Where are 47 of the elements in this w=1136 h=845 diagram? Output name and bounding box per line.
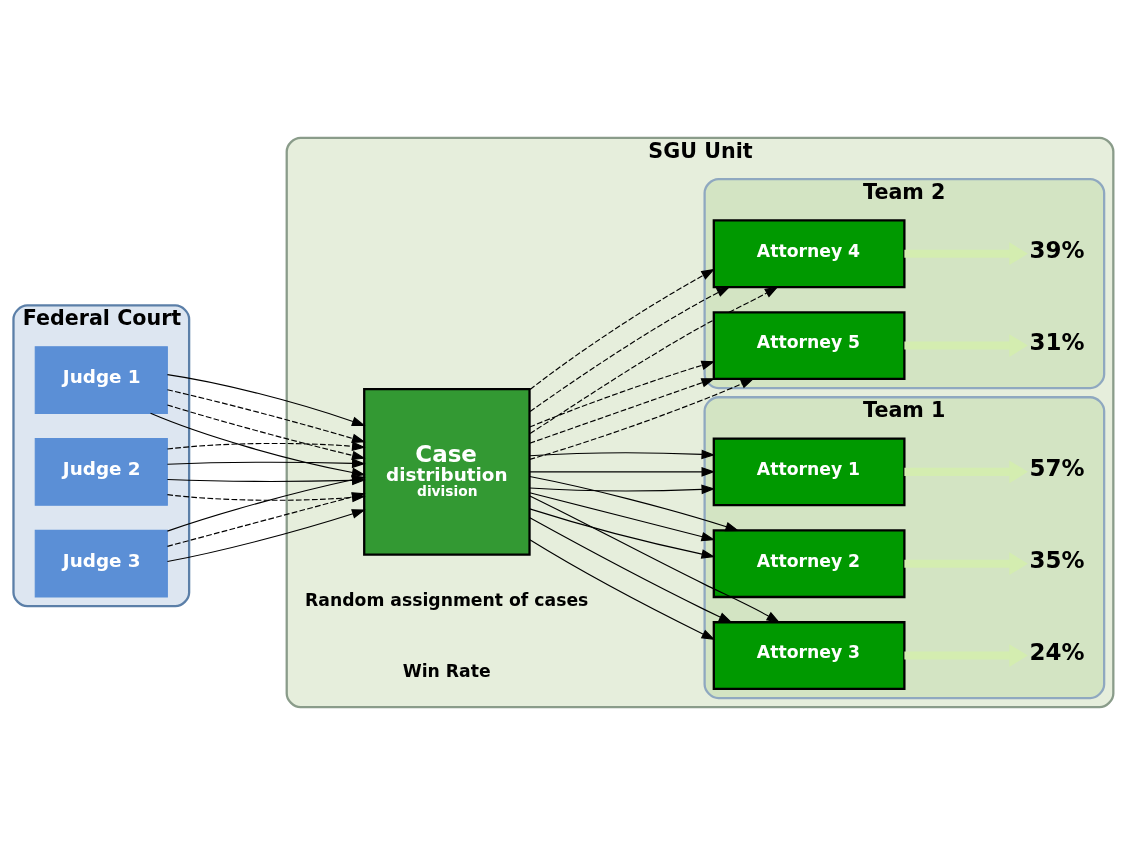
node-box: Attorney 4 [712, 219, 906, 289]
arrow [904, 552, 1028, 576]
node-box: Judge 1 [34, 346, 168, 414]
arrow [529, 378, 755, 460]
arrow [529, 268, 716, 391]
arrow [904, 460, 1028, 484]
arrow [904, 242, 1028, 266]
arrow [529, 475, 740, 532]
arrow [166, 458, 366, 469]
arrow [166, 374, 366, 426]
arrow [529, 484, 716, 495]
arrow [904, 334, 1028, 357]
label: Win Rate [402, 660, 491, 681]
node-text: 39% [1029, 237, 1085, 264]
arrow [166, 492, 366, 503]
arrow [529, 286, 779, 435]
arrow [904, 644, 1028, 667]
node-box: Attorney 2 [712, 529, 906, 599]
node-text: 35% [1029, 547, 1085, 574]
arrow [166, 475, 366, 486]
arrow [166, 475, 366, 532]
node-box: Attorney 3 [712, 621, 906, 690]
arrow [529, 378, 716, 444]
arrow [529, 539, 716, 641]
node-box: Case distribution division [363, 388, 531, 556]
node-box: Judge 3 [34, 529, 168, 598]
arrow [529, 467, 716, 477]
arrow [529, 449, 716, 460]
node-box: Attorney 5 [712, 311, 906, 380]
arrow [166, 404, 366, 461]
arrow [149, 412, 366, 478]
arrow [529, 517, 733, 623]
arrow [529, 286, 731, 413]
arrow [529, 508, 716, 559]
arrow [166, 441, 366, 452]
node-box: Judge 2 [34, 438, 168, 506]
arrow [166, 509, 366, 563]
arrow [166, 389, 366, 444]
node-text: 31% [1029, 329, 1085, 356]
arrow [166, 492, 366, 547]
label: Random assignment of cases [305, 589, 589, 610]
arrow [529, 495, 781, 624]
node-text: 57% [1029, 455, 1085, 482]
arrow [529, 492, 716, 542]
node-text: 24% [1029, 639, 1085, 666]
node-box: Attorney 1 [712, 437, 906, 507]
arrow [529, 360, 716, 428]
